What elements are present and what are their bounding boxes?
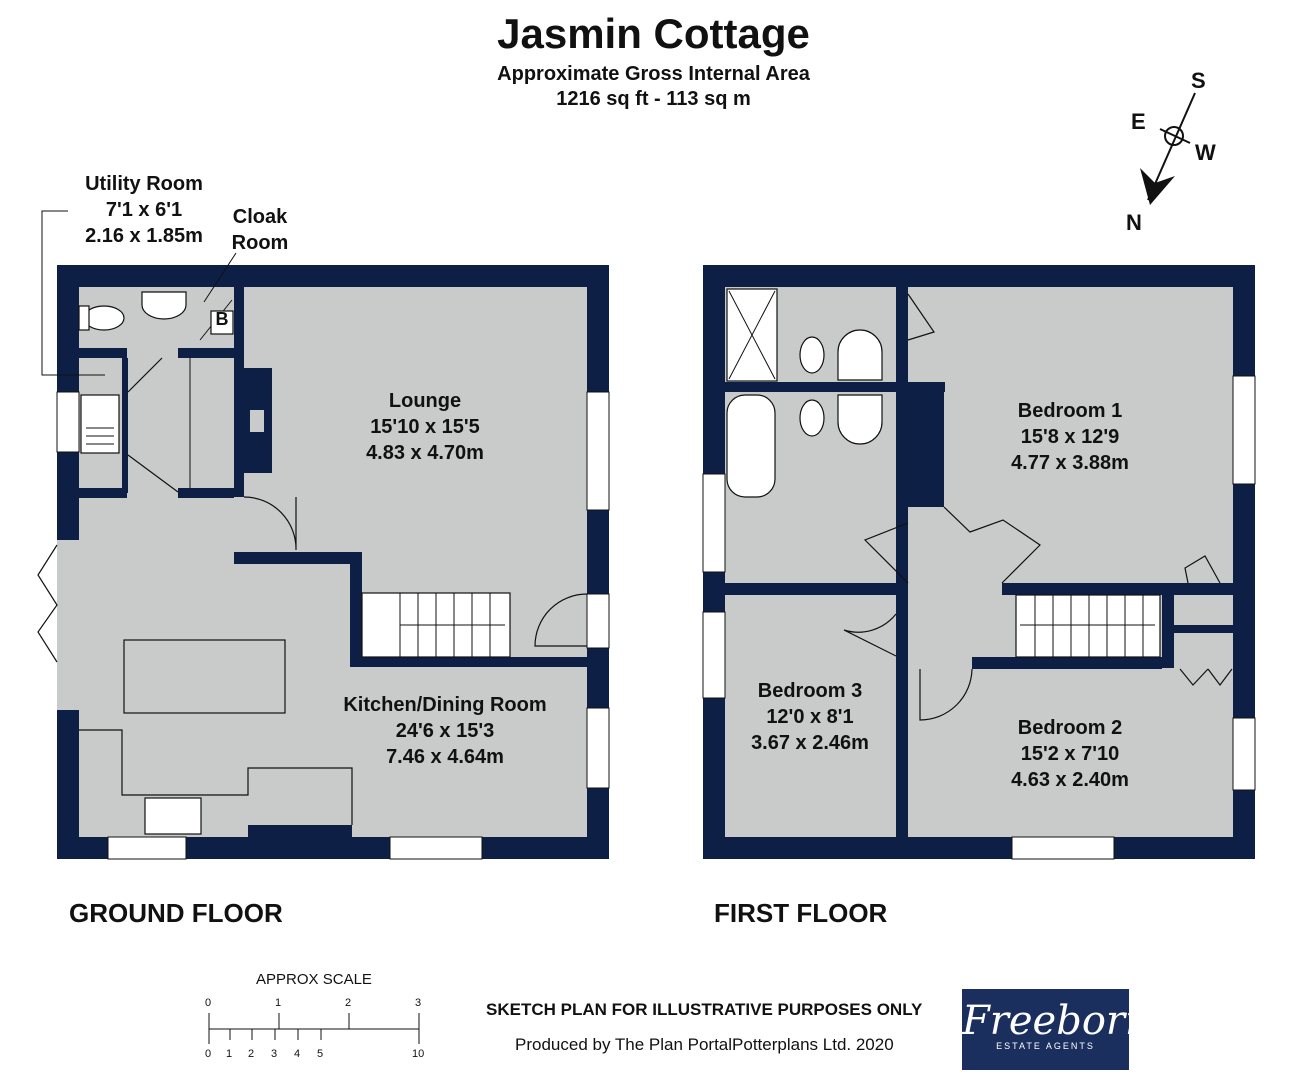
- stairs-first: [1015, 594, 1161, 658]
- kitchen-worktop: [79, 729, 353, 825]
- kitchen-sink: [144, 797, 202, 835]
- basin-2: [837, 394, 883, 445]
- bath: [726, 394, 776, 498]
- logo-name: Freeborns: [962, 998, 1172, 1044]
- compass-s: S: [1191, 68, 1206, 93]
- boiler-label: B: [215, 309, 229, 329]
- utility-room-label: Utility Room 7'1 x 6'1 2.16 x 1.85m: [85, 173, 203, 247]
- first-floor-plan: [702, 265, 1256, 860]
- bedroom-2-label: Bedroom 2 15'2 x 7'10 4.63 x 2.40m: [1011, 717, 1129, 791]
- plan-title: Jasmin Cottage: [497, 10, 810, 57]
- bedroom-1-label: Bedroom 1 15'8 x 12'9 4.77 x 3.88m: [1011, 400, 1129, 474]
- utility-sink: [80, 394, 120, 454]
- toilet-1: [799, 336, 825, 374]
- first-floor-area: [725, 287, 1233, 837]
- fireplace: [250, 410, 264, 432]
- compass-e: E: [1131, 109, 1146, 134]
- compass-w: W: [1195, 140, 1216, 165]
- area-summary: Approximate Gross Internal Area 1216 sq …: [0, 62, 1307, 112]
- produced-by-text: Produced by The Plan PortalPotterplans L…: [515, 1035, 894, 1054]
- shower-tray: [726, 288, 778, 382]
- area-line-2: 1216 sq ft - 113 sq m: [556, 88, 751, 110]
- lounge-west-wall: [234, 287, 244, 497]
- scale-bar: [208, 1013, 420, 1044]
- cloak-toilet: [83, 305, 125, 331]
- kitchen-dining-label: Kitchen/Dining Room 24'6 x 15'3 7.46 x 4…: [343, 694, 547, 768]
- first-floor-heading: FIRST FLOOR: [714, 898, 888, 928]
- scale-title: APPROX SCALE: [256, 971, 372, 988]
- lounge-label: Lounge 15'10 x 15'5 4.83 x 4.70m: [366, 390, 484, 464]
- area-line-1: Approximate Gross Internal Area: [497, 63, 810, 85]
- boiler-box: [210, 310, 234, 335]
- cloak-room-label: Cloak Room: [231, 206, 289, 254]
- disclaimer-text: SKETCH PLAN FOR ILLUSTRATIVE PURPOSES ON…: [486, 1000, 923, 1019]
- ground-floor-heading: GROUND FLOOR: [69, 898, 283, 928]
- folding-doors: [37, 544, 58, 663]
- compass-rose: [1140, 92, 1196, 205]
- logo-subtitle: ESTATE AGENTS: [996, 1041, 1095, 1051]
- freeborns-logo: Freeborns ESTATE AGENTS: [962, 989, 1172, 1070]
- toilet-2: [799, 399, 825, 437]
- cloak-basin: [141, 291, 187, 320]
- ground-floor-plan: [37, 210, 610, 860]
- compass-n: N: [1126, 210, 1142, 235]
- kitchen-island: [123, 639, 286, 714]
- basin-1: [837, 329, 883, 381]
- bedroom-3-label: Bedroom 3 12'0 x 8'1 3.67 x 2.46m: [751, 680, 869, 754]
